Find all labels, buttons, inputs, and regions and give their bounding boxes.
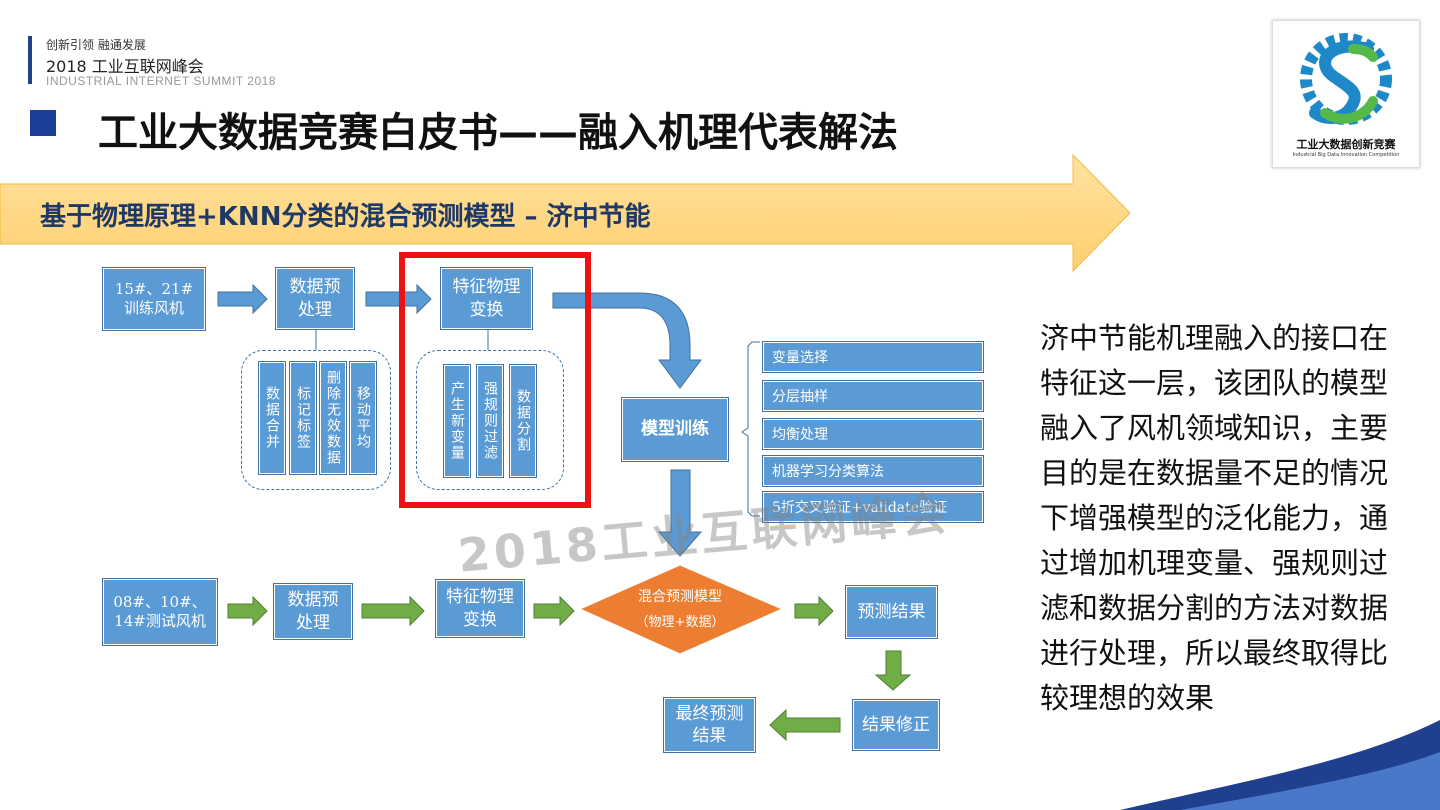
feature-steps-group — [416, 350, 564, 490]
feature-step-3: 数据分割 — [510, 365, 536, 477]
hybrid-model-sublabel: （物理+数据） — [635, 615, 725, 630]
preprocess-step-2: 标记标签 — [290, 362, 316, 474]
title-bullet-square — [30, 110, 56, 136]
options-bracket — [741, 341, 760, 517]
prediction-result-box: 预测结果 — [846, 586, 937, 638]
page-title: 工业大数据竞赛白皮书——融入机理代表解法 — [98, 110, 898, 156]
header-accent-bar — [28, 36, 32, 84]
highlight-frame — [399, 252, 591, 508]
model-training-box: 模型训练 — [622, 398, 728, 461]
arrow-test-left — [769, 708, 841, 742]
arrow-train-2 — [365, 283, 432, 315]
preprocess-step-1: 数据合并 — [259, 362, 285, 474]
corner-swoosh-light — [1180, 752, 1440, 810]
hybrid-model-label: 混合预测模型 — [638, 589, 722, 605]
test-input-box: 08#、10#、 14#测试风机 — [103, 579, 217, 645]
gear-logo-icon — [1300, 33, 1392, 125]
option-stratified-sampling: 分层抽样 — [763, 381, 983, 411]
header-slogan: 创新引领 融通发展 — [46, 38, 146, 52]
training-feature-box: 特征物理 变换 — [441, 268, 532, 329]
final-result-box: 最终预测 结果 — [664, 698, 755, 752]
training-preprocess-box: 数据预 处理 — [276, 268, 354, 329]
banner-text: 基于物理原理+KNN分类的混合预测模型 – 济中节能 — [40, 202, 651, 232]
header-summit-english: INDUSTRIAL INTERNET SUMMIT 2018 — [46, 74, 276, 88]
header-summit-title: 2018 工业互联网峰会 — [46, 57, 204, 76]
result-correction-box: 结果修正 — [853, 700, 939, 750]
hybrid-model-diamond — [578, 564, 784, 655]
test-preprocess-box: 数据预 处理 — [274, 584, 352, 639]
test-feature-box: 特征物理 变换 — [436, 580, 524, 637]
logo-subtitle: Industrial Big Data Innovation Competiti… — [1292, 152, 1400, 158]
preprocess-step-3: 删除无效数据 — [320, 362, 346, 474]
banner-arrow — [0, 153, 1131, 273]
option-ml-algorithm: 机器学习分类算法 — [763, 456, 983, 486]
arrow-down-to-hybrid — [657, 469, 703, 557]
arrow-test-3 — [533, 595, 575, 627]
arrow-curve-to-training — [552, 292, 702, 389]
feature-step-2: 强规则过滤 — [477, 365, 503, 477]
option-balancing: 均衡处理 — [763, 419, 983, 449]
logo-title: 工业大数据创新竞赛 — [1296, 138, 1396, 151]
preprocess-steps-group — [241, 350, 391, 490]
arrow-test-1 — [227, 595, 268, 627]
competition-logo: 工业大数据创新竞赛 Industrial Big Data Innovation… — [1272, 20, 1420, 168]
arrow-test-4 — [794, 595, 834, 627]
arrow-test-down — [874, 650, 912, 691]
option-cross-validation: 5折交叉验证+validate验证 — [763, 492, 983, 522]
feature-step-1: 产生新变量 — [444, 365, 470, 477]
training-input-box: 15#、21# 训练风机 — [103, 268, 205, 330]
preprocess-step-4: 移动平均 — [350, 362, 376, 474]
arrow-train-1 — [217, 283, 268, 315]
arrow-test-2 — [361, 595, 425, 627]
option-variable-selection: 变量选择 — [763, 342, 983, 372]
description-text: 济中节能机理融入的接口在特征这一层，该团队的模型融入了风机领域知识，主要目的是在… — [1040, 321, 1389, 715]
